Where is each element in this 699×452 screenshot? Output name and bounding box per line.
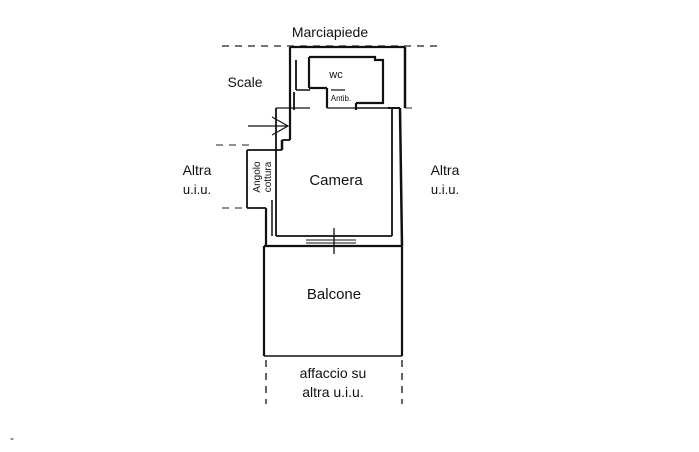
balcony-area [262,244,404,357]
left-unit-label-2: u.i.u. [183,182,211,197]
sidewalk-label: Marciapiede [292,24,368,40]
overlook-label-2: altra u.i.u. [302,384,363,400]
room-label: Camera [309,172,363,189]
right-unit-label-1: Altra [431,162,460,178]
right-unit-label-2: u.i.u. [431,182,459,197]
window-marker [306,228,356,254]
antibath-label: Antib. [331,94,351,103]
left-unit-label-1: Altra [183,162,212,178]
outer-walls [246,45,407,247]
stairs-label: Scale [227,74,262,90]
footer-mark: - [10,431,14,445]
balcony-label: Balcone [307,286,361,303]
wc-room [307,55,385,110]
inner-walls [275,60,393,237]
kitchen-label-2: cottura [263,161,274,192]
wc-label: wc [328,69,343,81]
overlook-label-1: affaccio su [300,365,367,381]
kitchen-label-1: Angolo [252,161,263,193]
entrance-arrow-icon [248,116,290,136]
